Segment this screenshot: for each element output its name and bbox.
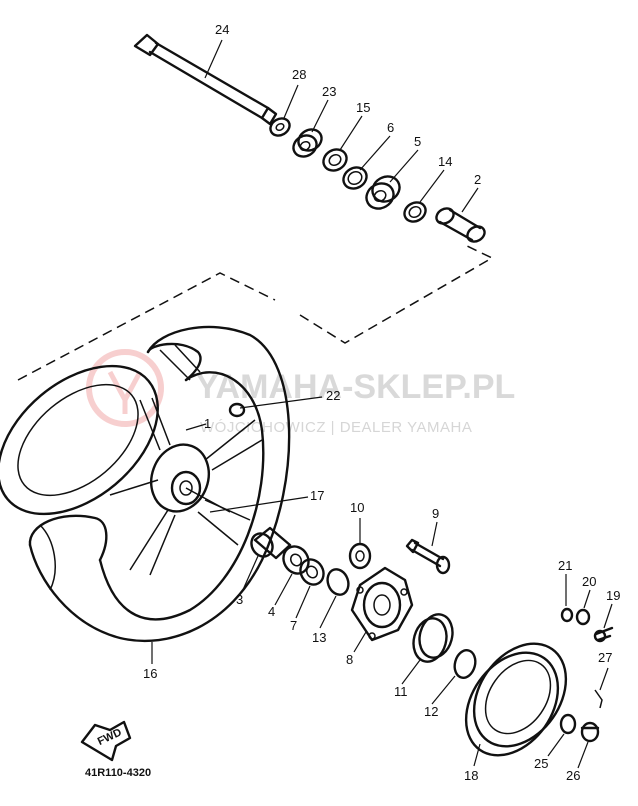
callout-24: 24	[215, 22, 229, 37]
wheel-assembly	[0, 325, 291, 643]
callout-22: 22	[326, 388, 340, 403]
forward-arrow-icon: FWD	[80, 720, 132, 762]
watermark-title: YAMAHA-SKLEP.PL	[196, 368, 515, 406]
callout-8: 8	[346, 652, 353, 667]
callout-25: 25	[534, 756, 548, 771]
callout-1: 1	[204, 416, 211, 431]
callout-17: 17	[310, 488, 324, 503]
diagram-code: 41R110-4320	[85, 767, 151, 779]
leader-lines	[151, 39, 613, 769]
callout-19: 19	[606, 588, 620, 603]
right-bearing-stack	[269, 117, 486, 243]
bearing-ring-part	[412, 613, 477, 679]
callout-23: 23	[322, 84, 336, 99]
callout-21: 21	[558, 558, 572, 573]
callout-labels: 24 28 23 15 6 5 14 2 22 1 17 10 9 3 4 7 …	[143, 22, 620, 783]
brake-drum-part	[464, 642, 568, 757]
watermark: YAMAHA-SKLEP.PL WÓJCICHOWICZ | DEALER YA…	[86, 349, 515, 436]
callout-4: 4	[268, 604, 275, 619]
callout-14: 14	[438, 154, 452, 169]
assembly-outline	[17, 244, 494, 381]
callout-13: 13	[312, 630, 326, 645]
callout-20: 20	[582, 574, 596, 589]
callout-3: 3	[236, 592, 243, 607]
callout-15: 15	[356, 100, 370, 115]
callout-12: 12	[424, 704, 438, 719]
small-hardware	[559, 607, 614, 743]
callout-16: 16	[143, 666, 157, 681]
callout-9: 9	[432, 506, 439, 521]
callout-28: 28	[292, 67, 306, 82]
callout-11: 11	[394, 684, 408, 699]
callout-7: 7	[290, 618, 297, 633]
drive-hub-part	[348, 538, 451, 642]
callout-2: 2	[474, 172, 481, 187]
callout-10: 10	[350, 500, 364, 515]
callout-26: 26	[566, 768, 580, 783]
callout-5: 5	[414, 134, 421, 149]
callout-6: 6	[387, 120, 394, 135]
watermark-subtitle: WÓJCICHOWICZ | DEALER YAMAHA	[200, 419, 472, 436]
left-spacer-stack	[250, 526, 350, 596]
axle-part	[133, 33, 278, 126]
callout-18: 18	[464, 768, 478, 783]
yamaha-logo-icon	[86, 349, 164, 427]
callout-27: 27	[598, 650, 612, 665]
